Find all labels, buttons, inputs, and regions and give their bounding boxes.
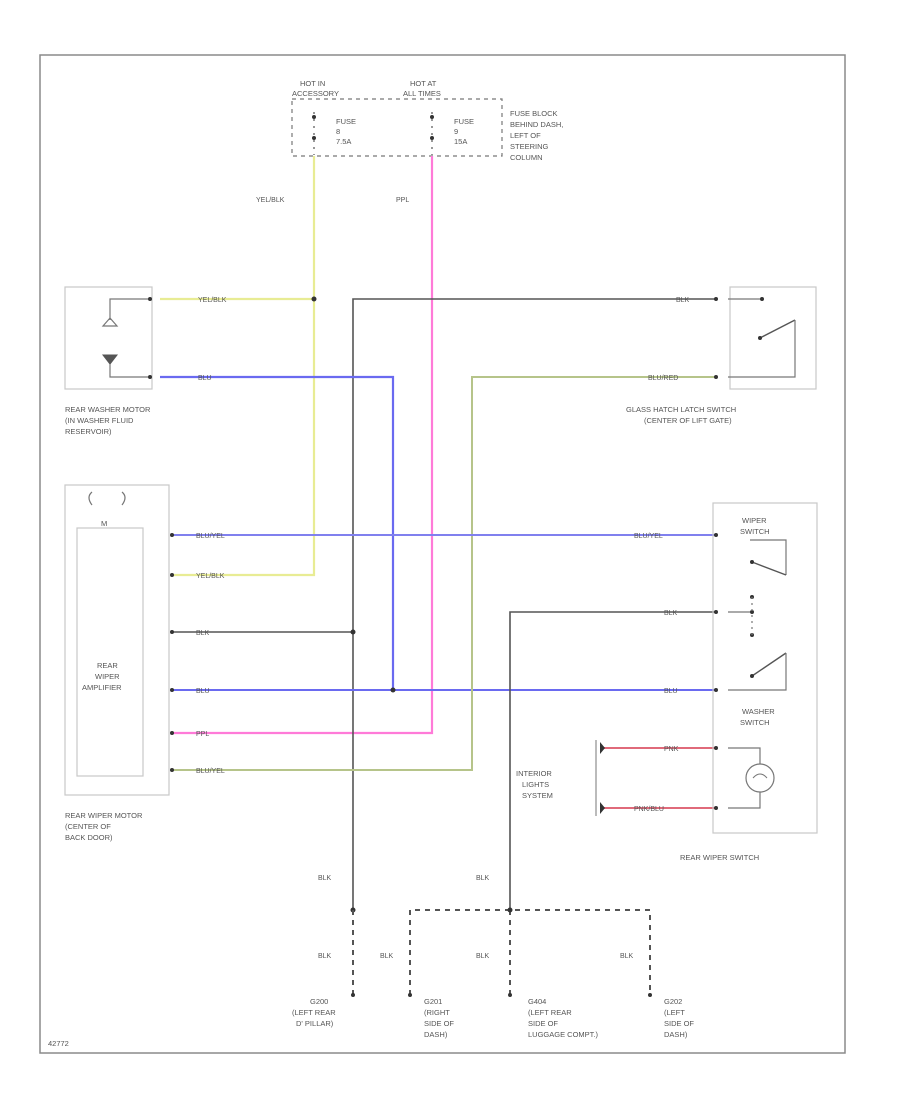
glass-switch-label-2: (CENTER OF LIFT GATE) [644, 416, 732, 425]
hot-at-label: HOT AT [410, 79, 437, 88]
wire-label-yel-blk-amp: YEL/BLK [196, 573, 225, 580]
amplifier-label-2: WIPER [95, 672, 120, 681]
fuse-block-location-3: LEFT OF [510, 131, 541, 140]
hot-in-label: HOT IN [300, 79, 325, 88]
amplifier-label-3: AMPLIFIER [82, 683, 122, 692]
diagram-frame [39, 54, 846, 1054]
glass-switch-label-1: GLASS HATCH LATCH SWITCH [626, 405, 736, 414]
g202-id: G202 [664, 997, 682, 1006]
washer-switch-label-2: SWITCH [740, 718, 770, 727]
g200-loc-1: (LEFT REAR [292, 1008, 336, 1017]
washer-motor-label-3: RESERVOIR) [65, 427, 112, 436]
rear-wiper-switch: WIPER SWITCH WASHER SWITCH REAR WIPER SW… [680, 502, 818, 862]
interior-lights-system: INTERIOR LIGHTS SYSTEM [516, 740, 605, 816]
wire-label-blk-g2: BLK [380, 953, 394, 960]
washer-motor-label-1: REAR WASHER MOTOR [65, 405, 151, 414]
wire-label-blk-g4: BLK [620, 953, 634, 960]
wire-blu-red [172, 376, 716, 771]
wire-blk-glass [352, 298, 716, 910]
wire-label-ppl-amp: PPL [196, 731, 209, 738]
ground-g202: G202 (LEFT SIDE OF DASH) [664, 997, 694, 1039]
wire-label-blk-down1: BLK [318, 875, 332, 882]
ground-g404: G404 (LEFT REAR SIDE OF LUGGAGE COMPT.) [528, 997, 599, 1039]
g201-loc-3: DASH) [424, 1030, 448, 1039]
wiper-motor-label-1: REAR WIPER MOTOR [65, 811, 143, 820]
wire-label-blk-glass: BLK [676, 297, 690, 304]
diagram-code: 42772 [48, 1039, 69, 1048]
ground-g201: G201 (RIGHT SIDE OF DASH) [424, 997, 454, 1039]
wiper-motor-label-2: (CENTER OF [65, 822, 111, 831]
wire-label-pnk-sw: PNK [664, 746, 679, 753]
fuse-9: FUSE 9 15A [430, 112, 474, 155]
wire-blk-switch [509, 611, 716, 910]
wire-blu-washer [160, 375, 395, 690]
wire-label-blk-g3: BLK [476, 953, 490, 960]
wire-label-blu-red-amp: BLU/YEL [196, 768, 225, 775]
illumination-lamp-icon [745, 763, 775, 793]
wire-label-blk-down2: BLK [476, 875, 490, 882]
g404-loc-1: (LEFT REAR [528, 1008, 572, 1017]
g200-id: G200 [310, 997, 328, 1006]
wire-label-ppl-top: PPL [396, 197, 409, 204]
fuse-block-location-2: BEHIND DASH, [510, 120, 563, 129]
g404-id: G404 [528, 997, 546, 1006]
g201-id: G201 [424, 997, 442, 1006]
interior-lights-label-2: LIGHTS [522, 780, 549, 789]
fuse-block-location-1: FUSE BLOCK [510, 109, 558, 118]
glass-hatch-latch-switch: GLASS HATCH LATCH SWITCH (CENTER OF LIFT… [626, 286, 817, 425]
wire-label-blu-sw: BLU [664, 688, 678, 695]
wire-label-blu-amp: BLU [196, 688, 210, 695]
hot-in-label-2: ACCESSORY [292, 89, 339, 98]
g200-loc-2: D' PILLAR) [296, 1019, 334, 1028]
fuse-8-label: FUSE [336, 117, 356, 126]
interior-lights-label-3: SYSTEM [522, 791, 553, 800]
fuse-8: FUSE 8 7.5A [312, 112, 356, 155]
hot-at-label-2: ALL TIMES [403, 89, 441, 98]
wire-yel-blk [172, 156, 316, 577]
wiper-switch-label-2: SWITCH [740, 527, 770, 536]
g202-loc-2: SIDE OF [664, 1019, 694, 1028]
fuse-9-number: 9 [454, 127, 458, 136]
wiper-motor-label-3: BACK DOOR) [65, 833, 113, 842]
fuse-9-rating: 15A [454, 137, 467, 146]
wire-ppl [172, 156, 434, 735]
wire-label-blu-yel-amp: BLU/YEL [196, 533, 225, 540]
fuse-8-rating: 7.5A [336, 137, 351, 146]
fuse-block: HOT IN ACCESSORY HOT AT ALL TIMES FUSE 8… [291, 79, 563, 162]
wiper-switch-label-1: WIPER [742, 516, 767, 525]
wire-label-pnk-blu-sw: PNK/BLU [634, 806, 664, 813]
amplifier-label-1: REAR [97, 661, 118, 670]
g202-loc-1: (LEFT [664, 1008, 685, 1017]
wire-label-blk-amp: BLK [196, 630, 210, 637]
g201-loc-1: (RIGHT [424, 1008, 450, 1017]
rear-washer-motor: REAR WASHER MOTOR (IN WASHER FLUID RESER… [64, 286, 153, 436]
g202-loc-3: DASH) [664, 1030, 688, 1039]
washer-switch-label-1: WASHER [742, 707, 775, 716]
wire-label-yel-blk-top: YEL/BLK [256, 197, 285, 204]
wire-label-blu-yel-sw: BLU/YEL [634, 533, 663, 540]
rear-wiper-motor: M REAR WIPER AMPLIFIER REAR WIPER MOTOR … [64, 484, 174, 842]
ground-g200: G200 (LEFT REAR D' PILLAR) [292, 997, 336, 1028]
fuse-block-location-5: COLUMN [510, 153, 543, 162]
g404-loc-3: LUGGAGE COMPT.) [528, 1030, 599, 1039]
wire-label-blu-washer: BLU [198, 375, 212, 382]
wire-label-blk-g1: BLK [318, 953, 332, 960]
wire-label-yel-blk-washer: YEL/BLK [198, 297, 227, 304]
interior-lights-label-1: INTERIOR [516, 769, 552, 778]
washer-motor-label-2: (IN WASHER FLUID [65, 416, 134, 425]
wire-label-blk-sw: BLK [664, 610, 678, 617]
ground-section: BLK BLK BLK BLK BLK BLK G200 (LEFT REAR … [292, 875, 694, 1039]
rear-wiper-switch-label: REAR WIPER SWITCH [680, 853, 759, 862]
g404-loc-2: SIDE OF [528, 1019, 558, 1028]
wire-label-blu-red-glass: BLU/RED [648, 375, 678, 382]
motor-symbol: M [101, 519, 107, 528]
g201-loc-2: SIDE OF [424, 1019, 454, 1028]
fuse-9-label: FUSE [454, 117, 474, 126]
fuse-8-number: 8 [336, 127, 340, 136]
fuse-block-location-4: STEERING [510, 142, 549, 151]
